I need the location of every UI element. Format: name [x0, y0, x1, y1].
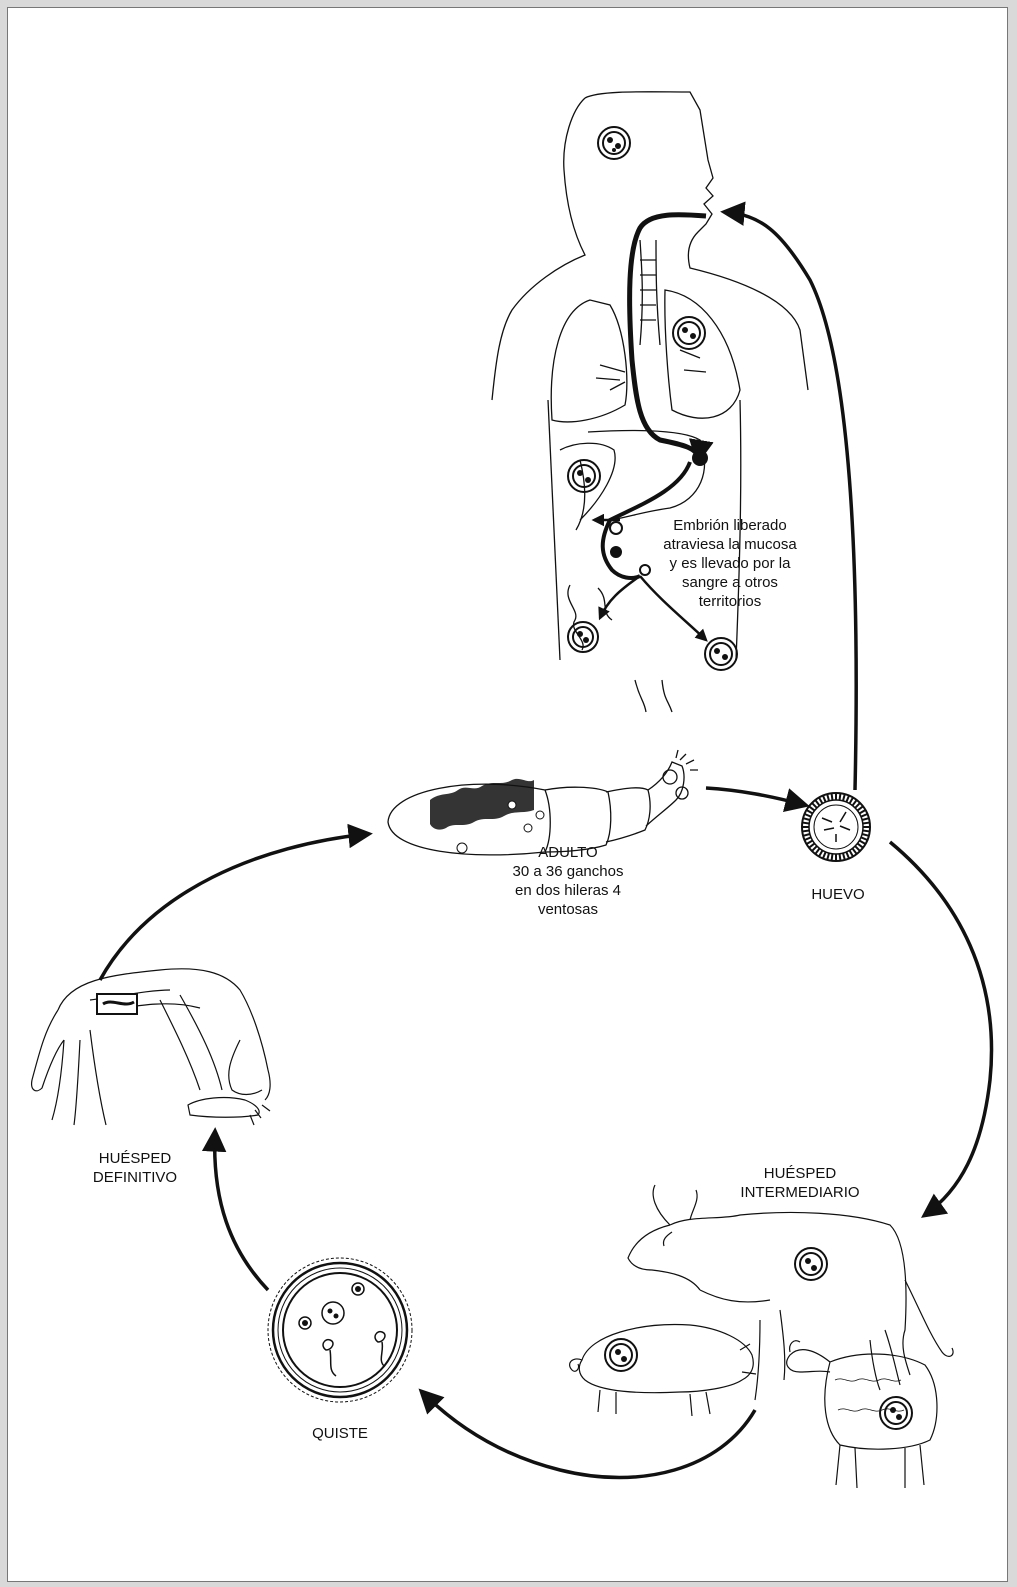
egg-label: HUEVO	[778, 885, 898, 904]
pig	[570, 1325, 756, 1416]
cow-cyst-dots	[805, 1258, 817, 1271]
egg-shell-stripe	[852, 848, 856, 854]
dog	[32, 969, 271, 1125]
egg-shell-stripe	[802, 823, 809, 824]
egg-shell-stripe	[812, 803, 817, 808]
definitive-host-label: HUÉSPED DEFINITIVO	[75, 1149, 195, 1187]
arrow-definitive-to-adult	[100, 834, 368, 980]
arrow-egg-to-intermediate	[890, 842, 992, 1215]
egg-shell-stripe	[859, 810, 865, 814]
hydatid-cyst	[268, 1258, 412, 1402]
egg-shell-stripe	[805, 814, 811, 817]
egg-shell-stripe	[840, 793, 841, 800]
egg-shell-stripe	[802, 831, 809, 832]
tapeworm-organs	[430, 779, 544, 853]
egg-shell-stripe	[846, 796, 849, 802]
egg-shell-stripe	[863, 823, 870, 824]
egg-shell-stripe	[857, 843, 863, 847]
arrow-adult-to-egg	[706, 788, 805, 805]
egg-shell-stripe	[819, 798, 823, 804]
egg-shell-stripe	[803, 834, 810, 836]
egg-shell-stripe	[823, 852, 826, 858]
egg-shell-stripe	[861, 837, 867, 840]
arrow-egg-to-human	[725, 212, 856, 790]
arrow-cyst-to-definitive	[215, 1132, 268, 1290]
egg-shell-stripe	[850, 798, 854, 804]
egg-shell-stripe	[815, 848, 819, 854]
egg-shell-stripe	[861, 814, 867, 817]
egg-shell-stripe	[805, 837, 811, 840]
egg-shell-stripe	[809, 806, 815, 810]
egg-shell-stripe	[807, 810, 813, 814]
egg-shell-stripe	[819, 850, 823, 856]
pig-cyst-dots	[615, 1349, 627, 1362]
cow	[628, 1185, 953, 1400]
egg-radial-stripes	[802, 793, 870, 861]
egg-shell-stripe	[823, 796, 826, 802]
egg-shell-stripe	[850, 850, 854, 856]
egg-shell-stripe	[859, 841, 865, 845]
egg-shell-stripe	[827, 794, 829, 801]
sheep	[787, 1341, 937, 1488]
egg-shell-stripe	[840, 854, 841, 861]
egg-shell-stripe	[855, 803, 860, 808]
egg-shell-stripe	[862, 834, 869, 836]
egg-shell-stripe	[855, 846, 860, 851]
egg-shell-stripe	[809, 843, 815, 847]
egg-shell-stripe	[815, 800, 819, 806]
arrow-intermediate-to-cyst	[422, 1392, 755, 1478]
sheep-cyst	[880, 1397, 912, 1429]
egg-shell-stripe	[862, 818, 869, 820]
egg-shell-stripe	[843, 794, 845, 801]
human-figure	[492, 92, 808, 712]
egg-shell-stripe	[807, 841, 813, 845]
cyst-label: QUISTE	[290, 1424, 390, 1443]
egg-shell-stripe	[803, 818, 810, 820]
egg-shell-stripe	[832, 854, 833, 861]
egg-shell-stripe	[863, 831, 870, 832]
egg-shell-stripe	[832, 793, 833, 800]
egg-shell-stripe	[812, 846, 817, 851]
egg-shell-stripe	[857, 806, 863, 810]
cow-cyst	[795, 1248, 827, 1280]
pig-cyst	[605, 1339, 637, 1371]
dog-intestine-inset	[97, 994, 137, 1014]
adult-label: ADULTO 30 a 36 ganchos en dos hileras 4 …	[488, 843, 648, 919]
egg-shell-stripe	[843, 853, 845, 860]
sheep-cyst-dots	[890, 1407, 902, 1420]
intermediate-host-label: HUÉSPED INTERMEDIARIO	[720, 1164, 880, 1202]
embryo-label: Embrión liberado atraviesa la mucosa y e…	[650, 516, 810, 611]
egg-shell-stripe	[827, 853, 829, 860]
egg-shell-stripe	[846, 852, 849, 858]
egg-shell-stripe	[852, 800, 856, 806]
